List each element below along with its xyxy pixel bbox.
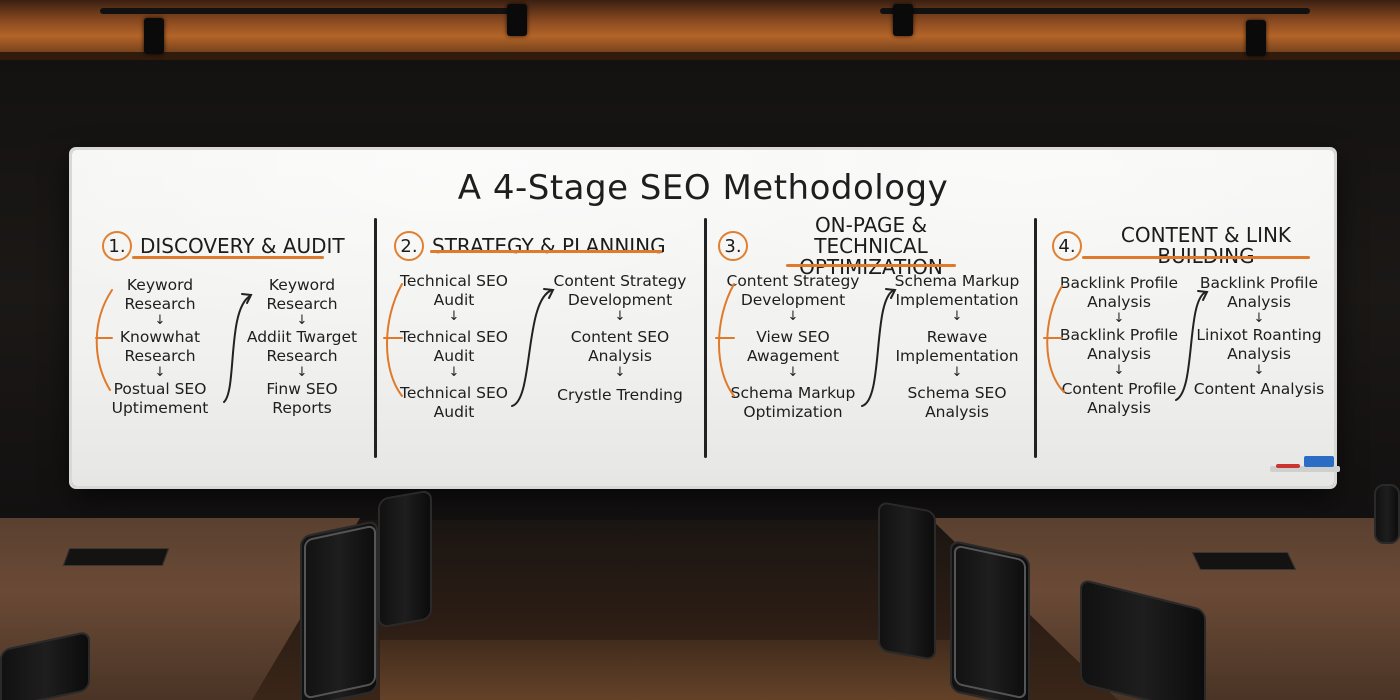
stage-2-right-item-2: Content SEO Analysis — [570, 328, 670, 365]
stage-2-left-item-1: Technical SEO Audit — [400, 272, 508, 309]
stage-4-left-item-1: Backlink Profile Analysis — [1059, 274, 1179, 311]
stage-1-title: DISCOVERY & AUDIT — [140, 233, 345, 258]
chair — [878, 500, 936, 662]
stage-2-title: STRATEGY & PLANNING — [432, 233, 666, 258]
chair — [1374, 484, 1400, 544]
stage-2-underline — [430, 250, 662, 253]
stage-3-left-item-3: Schema Markup Optimization — [730, 384, 856, 421]
arrow-down-icon: ↓ — [787, 309, 799, 324]
stage-4-title: CONTENT & LINK BUILDING — [1120, 223, 1292, 268]
whiteboard: A 4-Stage SEO Methodology 1. DISCOVERY &… — [72, 150, 1334, 486]
stage-1-left-item-3: Postual SEO Uptimement — [111, 380, 209, 417]
arrow-down-icon: ↓ — [1253, 311, 1265, 326]
stage-3-right-item-2: Rewave Implementation — [895, 328, 1019, 365]
stage-4-left-item-3: Content Profile Analysis — [1061, 380, 1177, 417]
stage-4-right-item-3: Content Analysis — [1193, 380, 1325, 398]
stage-2-right-item-3: Crystle Trending — [557, 386, 683, 404]
chair-frame — [304, 524, 376, 700]
stage-3-number: 3. — [718, 231, 748, 261]
stage-1-right-item-2: Addiit Twarget Research — [246, 328, 358, 365]
stage-1-left-item-1: Keyword Research — [124, 276, 196, 313]
arrow-down-icon: ↓ — [951, 309, 963, 324]
marker — [1276, 464, 1300, 468]
light-track-left — [100, 8, 520, 14]
stage-4-underline — [1082, 256, 1310, 259]
chair-frame — [954, 544, 1026, 700]
stage-4-header: 4. CONTENT & LINK BUILDING — [1052, 220, 1322, 272]
track-light-3 — [893, 4, 913, 36]
stage-divider-2 — [704, 218, 707, 458]
track-light-2 — [507, 4, 527, 36]
stage-4-number: 4. — [1052, 231, 1082, 261]
table-port — [1191, 552, 1297, 570]
stage-4-right-item-1: Backlink Profile Analysis — [1199, 274, 1319, 311]
stage-divider-3 — [1034, 218, 1037, 458]
arrow-down-icon: ↓ — [296, 365, 308, 380]
arrow-down-icon: ↓ — [154, 313, 166, 328]
track-light-4 — [1246, 20, 1266, 56]
arrow-down-icon: ↓ — [1113, 311, 1125, 326]
marker-tray — [1270, 466, 1340, 472]
track-light-1 — [144, 18, 164, 54]
stage-1-underline — [132, 256, 324, 259]
stage-3-right-item-1: Schema Markup Implementation — [894, 272, 1020, 309]
stage-3-title: ON-PAGE & TECHNICAL OPTIMIZATION — [799, 212, 943, 277]
stage-2-left-item-2: Technical SEO Audit — [400, 328, 508, 365]
stage-3-left-item-1: Content Strategy Development — [726, 272, 860, 309]
stage-1-header: 1. DISCOVERY & AUDIT — [102, 220, 362, 272]
arrow-down-icon: ↓ — [448, 309, 460, 324]
arrow-down-icon: ↓ — [787, 365, 799, 380]
stage-divider-1 — [374, 218, 377, 458]
table-port — [62, 548, 170, 566]
stage-3-underline — [786, 264, 956, 267]
stage-3-right-item-3: Schema SEO Analysis — [907, 384, 1007, 421]
stage-1-number: 1. — [102, 231, 132, 261]
arrow-down-icon: ↓ — [448, 365, 460, 380]
arrow-down-icon: ↓ — [1113, 363, 1125, 378]
chair — [378, 489, 432, 629]
arrow-down-icon: ↓ — [951, 365, 963, 380]
arrow-down-icon: ↓ — [614, 309, 626, 324]
arrow-down-icon: ↓ — [1253, 363, 1265, 378]
stage-2-header: 2. STRATEGY & PLANNING — [394, 220, 694, 272]
arrow-down-icon: ↓ — [614, 365, 626, 380]
stage-1-right-item-1: Keyword Research — [266, 276, 338, 313]
stage-3-left-item-2: View SEO Awagement — [746, 328, 840, 365]
light-track-right — [880, 8, 1310, 14]
whiteboard-eraser — [1304, 456, 1334, 467]
stage-2-number: 2. — [394, 231, 424, 261]
stage-4-left-item-2: Backlink Profile Analysis — [1059, 326, 1179, 363]
arrow-down-icon: ↓ — [154, 365, 166, 380]
arrow-down-icon: ↓ — [296, 313, 308, 328]
stage-4-right-item-2: Linixot Roanting Analysis — [1196, 326, 1322, 363]
board-title: A 4-Stage SEO Methodology — [457, 168, 949, 208]
stage-1-right-item-3: Finw SEO Reports — [266, 380, 338, 417]
stage-2-left-item-3: Technical SEO Audit — [400, 384, 508, 421]
stage-1-left-item-2: Knowwhat Research — [119, 328, 201, 365]
stage-2-right-item-1: Content Strategy Development — [553, 272, 687, 309]
